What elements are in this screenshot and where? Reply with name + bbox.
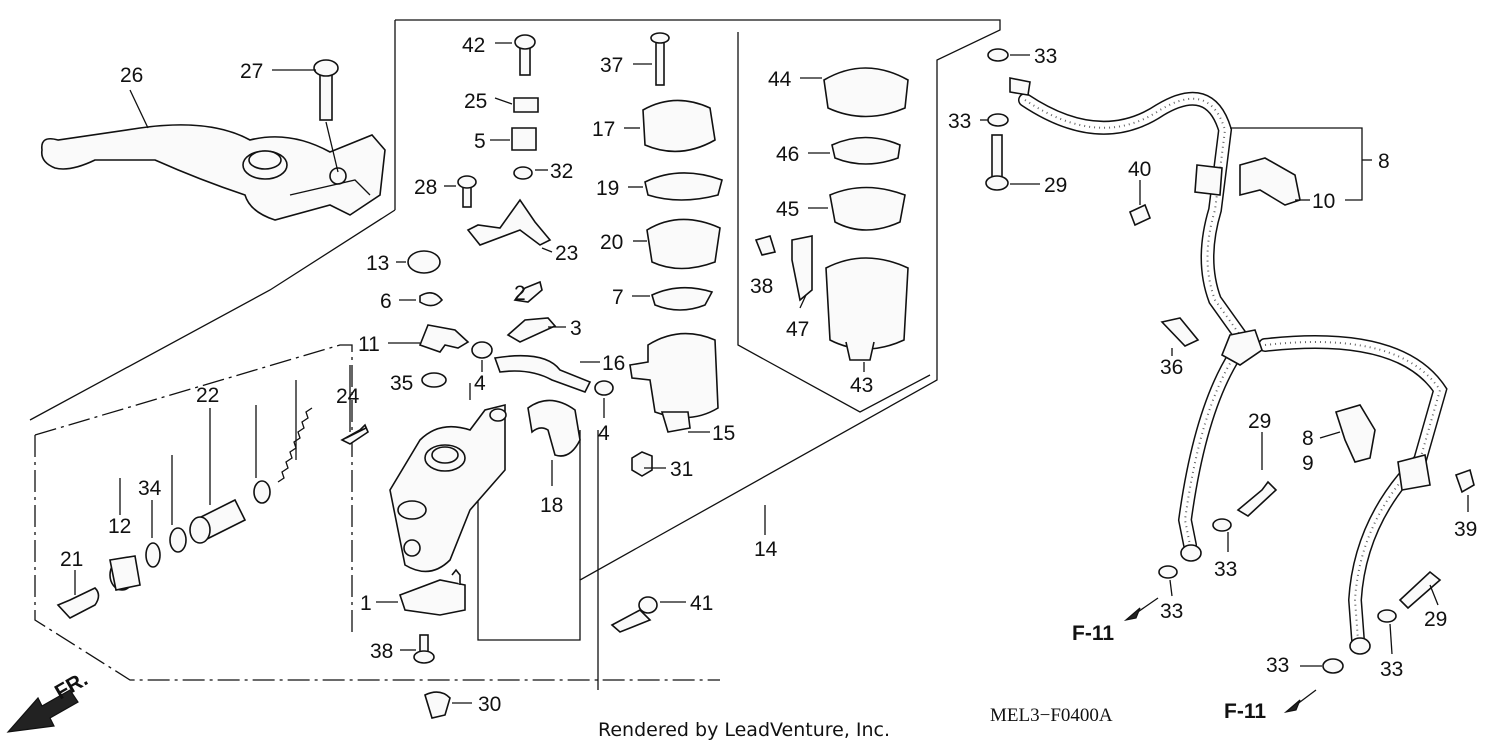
reservoir-parts[interactable] — [345, 32, 723, 477]
label-18: 18 — [540, 494, 563, 517]
label-37: 37 — [600, 54, 623, 77]
part-labels: 26 27 42 25 5 32 28 23 13 6 11 4 35 2 3 … — [60, 34, 1477, 716]
label-31: 31 — [670, 458, 693, 481]
label-23: 23 — [555, 242, 578, 265]
label-8a: 8 — [1378, 150, 1390, 173]
brake-lever[interactable] — [40, 124, 386, 221]
label-2: 2 — [514, 282, 526, 305]
label-25: 25 — [464, 90, 487, 113]
label-43: 43 — [850, 374, 873, 397]
label-4b: 4 — [598, 422, 610, 445]
section-ref-right[interactable]: F-11 — [1224, 689, 1317, 723]
label-36: 36 — [1160, 356, 1183, 379]
label-47: 47 — [786, 318, 809, 341]
front-direction-indicator: FR. — [6, 667, 92, 733]
label-33f: 33 — [1266, 654, 1289, 677]
label-4a: 4 — [474, 372, 486, 395]
holder[interactable] — [527, 399, 581, 457]
label-24: 24 — [336, 385, 360, 408]
secondary-reservoir[interactable] — [754, 67, 909, 361]
label-5: 5 — [474, 130, 486, 153]
label-9: 9 — [1302, 452, 1314, 475]
label-33e: 33 — [1380, 658, 1403, 681]
pivot-bolt[interactable] — [313, 59, 339, 173]
label-38b: 38 — [750, 275, 773, 298]
label-7: 7 — [612, 286, 624, 309]
label-12: 12 — [108, 515, 131, 538]
label-33d: 33 — [1160, 600, 1183, 623]
label-17: 17 — [592, 118, 615, 141]
label-6: 6 — [380, 290, 392, 313]
label-30: 30 — [478, 693, 501, 716]
label-11: 11 — [358, 333, 380, 356]
label-16: 16 — [602, 352, 625, 375]
label-15: 15 — [712, 422, 735, 445]
piston-set[interactable] — [56, 407, 369, 619]
label-42: 42 — [462, 34, 485, 57]
label-34: 34 — [138, 477, 162, 500]
label-39: 39 — [1454, 518, 1477, 541]
label-35: 35 — [390, 372, 413, 395]
diagram-code: MEL3−F0400A — [990, 705, 1113, 726]
label-38a: 38 — [370, 640, 393, 663]
label-44: 44 — [768, 68, 792, 91]
brake-hoses[interactable] — [1009, 77, 1448, 655]
small-fasteners[interactable] — [413, 596, 658, 719]
master-cylinder-body[interactable] — [389, 403, 507, 573]
label-29b: 29 — [1248, 410, 1271, 433]
ref-f11-right: F-11 — [1224, 700, 1266, 723]
label-28: 28 — [414, 176, 437, 199]
label-1: 1 — [360, 592, 372, 615]
label-45: 45 — [776, 198, 799, 221]
credit-text: Rendered by LeadVenture, Inc. — [598, 719, 890, 741]
leader-lines — [74, 42, 1469, 704]
label-29c: 29 — [1424, 608, 1447, 631]
label-46: 46 — [776, 143, 799, 166]
assembly-outlines — [29, 19, 1001, 690]
label-40: 40 — [1128, 158, 1151, 181]
label-22: 22 — [196, 384, 219, 407]
brake-switch[interactable] — [398, 568, 466, 616]
label-33c: 33 — [1214, 558, 1237, 581]
label-27: 27 — [240, 60, 263, 83]
label-33b: 33 — [948, 110, 971, 133]
hose-fasteners[interactable] — [985, 48, 1475, 674]
label-8b: 8 — [1302, 427, 1314, 450]
label-10: 10 — [1312, 190, 1335, 213]
label-14: 14 — [754, 538, 778, 561]
label-19: 19 — [596, 177, 619, 200]
label-33a: 33 — [1034, 45, 1057, 68]
section-ref-left[interactable]: F-11 — [1072, 597, 1159, 645]
label-32: 32 — [550, 160, 573, 183]
label-21: 21 — [60, 548, 83, 571]
label-41: 41 — [690, 592, 713, 615]
ref-f11-left: F-11 — [1072, 622, 1114, 645]
label-3: 3 — [570, 317, 582, 340]
label-29a: 29 — [1044, 174, 1067, 197]
label-20: 20 — [600, 231, 623, 254]
label-26: 26 — [120, 64, 143, 87]
label-13: 13 — [366, 252, 389, 275]
